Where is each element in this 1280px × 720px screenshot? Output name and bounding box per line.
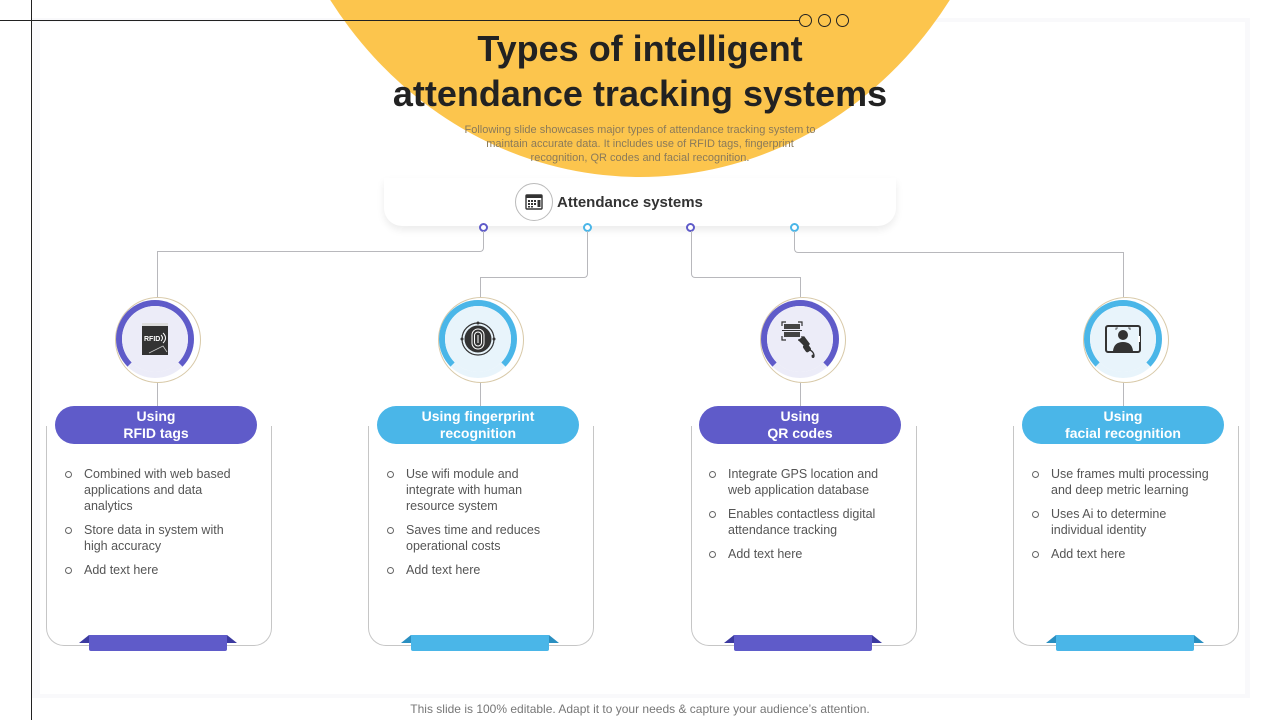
list-item: Combined with web based applications and…	[64, 466, 244, 514]
face-recognition-icon	[1090, 306, 1156, 372]
fingerprint-card	[368, 426, 594, 646]
attendance-terminal-icon	[515, 183, 553, 221]
connector-line	[1123, 252, 1124, 297]
list-item: Add text here	[1031, 546, 1211, 562]
connector-line	[800, 383, 801, 407]
list-item: Use wifi module and integrate with human…	[386, 466, 566, 514]
connector-line	[480, 277, 481, 297]
rfid-ribbon	[89, 635, 227, 651]
ribbon-fold	[79, 635, 89, 643]
facial-title-line-1: Using	[1103, 408, 1143, 424]
qr-title-pill: Using QR codes	[699, 406, 901, 444]
qr-card	[691, 426, 917, 646]
connector-node	[686, 223, 695, 232]
facial-title-line-2: facial recognition	[1065, 425, 1181, 441]
ribbon-fold	[549, 635, 559, 643]
list-item: Add text here	[64, 562, 244, 578]
qr-title-line-2: QR codes	[767, 425, 833, 441]
fingerprint-title-line-2: recognition	[439, 425, 517, 441]
center-topic-label: Attendance systems	[557, 194, 703, 211]
decorative-circle-icon	[799, 14, 812, 27]
ribbon-fold	[227, 635, 237, 643]
list-item: Enables contactless digital attendance t…	[708, 506, 888, 538]
connector-line	[800, 277, 801, 297]
facial-title-pill: Using facial recognition	[1022, 406, 1224, 444]
connector-line	[1123, 383, 1124, 407]
qr-title-line-1: Using	[780, 408, 820, 424]
fingerprint-title-line-1: Using fingerprint	[421, 408, 535, 424]
qr-scanner-icon	[767, 306, 833, 372]
ribbon-fold	[872, 635, 882, 643]
connector-line	[157, 383, 158, 407]
ribbon-fold	[1194, 635, 1204, 643]
connector-line	[157, 251, 158, 297]
center-topic-box	[384, 178, 896, 226]
connector-line	[157, 231, 484, 252]
list-item: Add text here	[386, 562, 566, 578]
list-item: Store data in system with high accuracy	[64, 522, 244, 554]
rfid-card	[46, 426, 272, 646]
svg-text:RFID: RFID	[144, 336, 160, 343]
list-item: Add text here	[708, 546, 888, 562]
fingerprint-bullet-list: Use wifi module and integrate with human…	[386, 466, 566, 586]
facial-bullet-list: Use frames multi processing and deep met…	[1031, 466, 1211, 570]
decorative-horizontal-line	[0, 20, 800, 21]
footer-note: This slide is 100% editable. Adapt it to…	[410, 702, 870, 716]
facial-icon-arc	[1084, 300, 1162, 378]
connector-line	[794, 231, 1124, 253]
ribbon-fold	[1046, 635, 1056, 643]
list-item: Use frames multi processing and deep met…	[1031, 466, 1211, 498]
rfid-tag-icon: RFID	[122, 306, 188, 372]
rfid-title-pill: Using RFID tags	[55, 406, 257, 444]
title-line-1: Types of intelligent	[477, 28, 803, 69]
fingerprint-title-pill: Using fingerprint recognition	[377, 406, 579, 444]
page-subtitle: Following slide showcases major types of…	[464, 124, 816, 164]
rfid-icon-arc	[116, 300, 194, 378]
fingerprint-ribbon	[411, 635, 549, 651]
title-line-2: attendance tracking systems	[392, 73, 888, 114]
list-item: Saves time and reduces operational costs	[386, 522, 566, 554]
facial-card	[1013, 426, 1239, 646]
connector-line	[480, 231, 588, 278]
list-item: Uses Ai to determine individual identity	[1031, 506, 1211, 538]
fingerprint-icon-arc	[439, 300, 517, 378]
connector-line	[691, 231, 801, 278]
fingerprint-icon	[445, 306, 511, 372]
qr-icon-arc	[761, 300, 839, 378]
decorative-circle-icon	[836, 14, 849, 27]
decorative-vertical-line	[31, 0, 32, 720]
rfid-bullet-list: Combined with web based applications and…	[64, 466, 244, 586]
list-item: Integrate GPS location and web applicati…	[708, 466, 888, 498]
ribbon-fold	[724, 635, 734, 643]
connector-line	[480, 383, 481, 407]
decorative-circle-icon	[818, 14, 831, 27]
ribbon-fold	[401, 635, 411, 643]
facial-ribbon	[1056, 635, 1194, 651]
rfid-title-line-2: RFID tags	[123, 425, 189, 441]
qr-bullet-list: Integrate GPS location and web applicati…	[708, 466, 888, 570]
rfid-title-line-1: Using	[136, 408, 176, 424]
qr-ribbon	[734, 635, 872, 651]
page-title: Types of intelligent attendance tracking…	[340, 26, 940, 116]
header-yellow-shape	[264, 0, 1016, 177]
